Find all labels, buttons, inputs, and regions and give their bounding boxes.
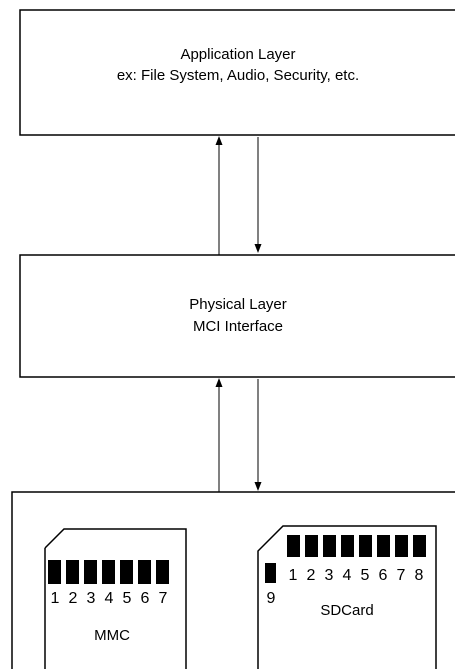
mmc-pin-contacts xyxy=(48,560,169,584)
svg-text:7: 7 xyxy=(159,590,168,607)
svg-text:4: 4 xyxy=(343,567,352,584)
physical-layer-box xyxy=(19,254,455,378)
svg-text:4: 4 xyxy=(105,590,114,607)
svg-text:3: 3 xyxy=(87,590,96,607)
svg-text:2: 2 xyxy=(69,590,78,607)
sdcard-pin-numbers: 1 2 3 4 5 6 7 8 9 xyxy=(267,567,424,607)
sdcard-label: SDCard xyxy=(320,602,373,619)
card-container xyxy=(11,491,455,669)
sdcard-pin-contacts xyxy=(265,535,426,583)
svg-text:2: 2 xyxy=(307,567,316,584)
application-layer-box xyxy=(19,9,455,136)
mmc-pin-numbers: 1 2 3 4 5 6 7 xyxy=(51,590,168,607)
svg-text:8: 8 xyxy=(415,567,424,584)
arrow-down-from-physical xyxy=(254,379,262,491)
arrow-up-to-physical xyxy=(215,378,223,492)
svg-text:1: 1 xyxy=(51,590,60,607)
application-layer-title: Application Layer xyxy=(180,46,295,63)
arrow-up-to-application xyxy=(215,136,223,255)
sdcard-outline xyxy=(257,525,437,669)
svg-text:5: 5 xyxy=(361,567,370,584)
mmc-card-outline xyxy=(44,528,187,669)
arrow-down-from-application xyxy=(254,137,262,253)
svg-text:7: 7 xyxy=(397,567,406,584)
physical-layer-title: Physical Layer xyxy=(189,296,287,313)
svg-text:6: 6 xyxy=(379,567,388,584)
svg-text:9: 9 xyxy=(267,590,276,607)
svg-text:1: 1 xyxy=(289,567,298,584)
svg-text:6: 6 xyxy=(141,590,150,607)
svg-text:3: 3 xyxy=(325,567,334,584)
physical-layer-subtitle: MCI Interface xyxy=(193,318,283,335)
svg-text:5: 5 xyxy=(123,590,132,607)
mmc-label: MMC xyxy=(94,627,130,644)
application-layer-subtitle: ex: File System, Audio, Security, etc. xyxy=(117,67,359,84)
